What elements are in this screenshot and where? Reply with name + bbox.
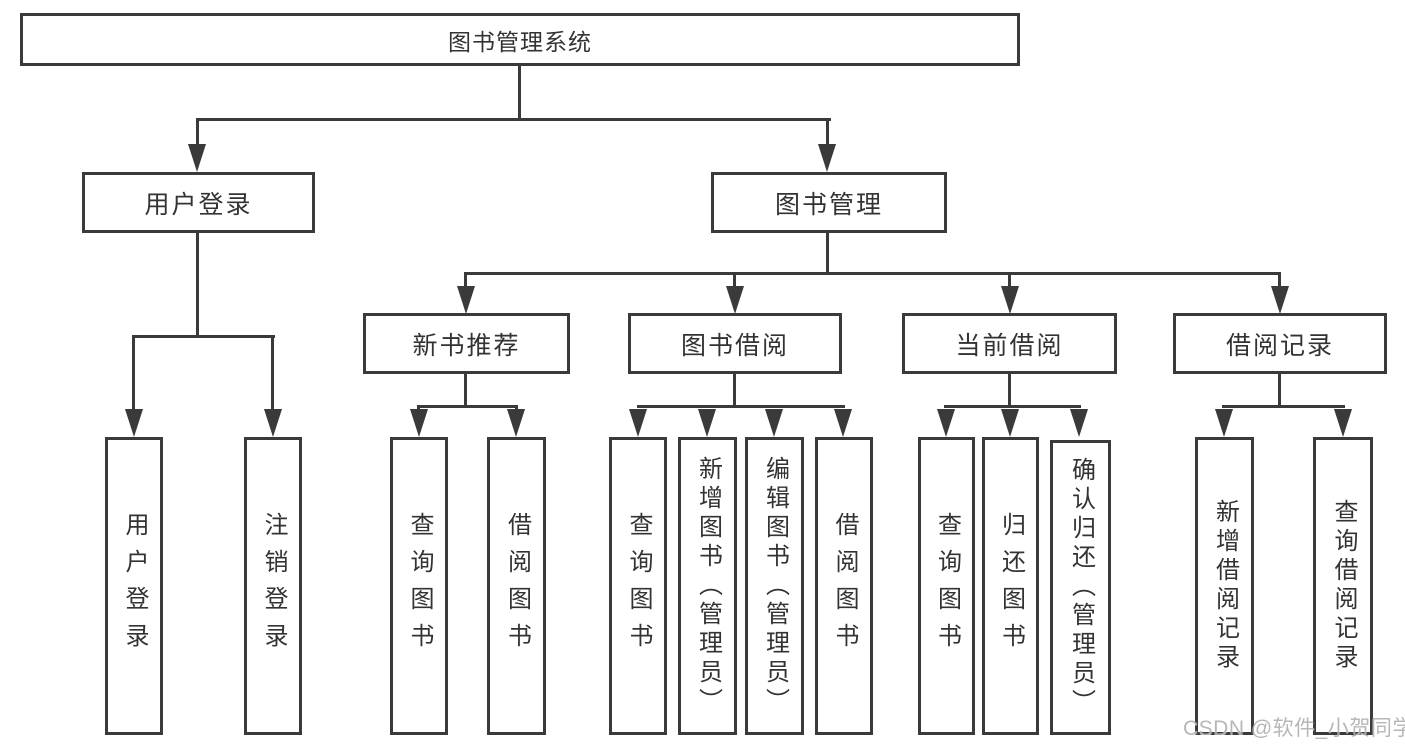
leaf-borrow-books-recommend: 借阅图书 <box>487 437 546 735</box>
leaf-logout: 注销登录 <box>244 437 302 735</box>
watermark: CSDN @软件_小贺同学 <box>1183 717 1405 740</box>
connector-hline <box>417 405 518 408</box>
leaf-query-books-current: 查询图书 <box>918 437 975 735</box>
arrowhead-down-icon <box>834 409 852 437</box>
leaf-add-borrow-record: 新增借阅记录 <box>1195 437 1254 735</box>
arrowhead-down-icon <box>726 286 744 314</box>
leaf-borrow-books-borrowing: 借阅图书 <box>815 437 873 735</box>
connector-hline <box>196 118 831 121</box>
leaf-confirm-return-admin: 确认归还（管理员） <box>1050 440 1111 735</box>
arrowhead-down-icon <box>457 286 475 314</box>
arrowhead-down-icon <box>1070 409 1088 437</box>
node-label: 当前借阅 <box>955 331 1064 360</box>
connector-vline <box>518 66 521 118</box>
arrowhead-down-icon <box>818 144 836 172</box>
node-user-login: 用户登录 <box>82 172 315 233</box>
arrowhead-down-icon <box>410 409 428 437</box>
connector-vline <box>464 275 467 289</box>
connector-vline <box>733 275 736 289</box>
arrowhead-down-icon <box>629 409 647 437</box>
connector-vline <box>196 233 199 335</box>
connector-vline <box>132 338 135 412</box>
arrowhead-down-icon <box>1271 286 1289 314</box>
connector-hline <box>132 335 275 338</box>
node-label: 新增图书（管理员） <box>694 455 722 717</box>
leaf-query-books-recommend: 查询图书 <box>390 437 448 735</box>
arrowhead-down-icon <box>1215 409 1233 437</box>
leaf-query-books-borrowing: 查询图书 <box>609 437 667 735</box>
connector-vline <box>826 233 829 272</box>
node-label: 借阅图书 <box>831 512 858 660</box>
node-label: 查询图书 <box>406 512 433 660</box>
node-current-borrowing: 当前借阅 <box>902 313 1117 374</box>
node-label: 用户登录 <box>144 190 253 219</box>
connector-vline <box>826 121 829 149</box>
node-label: 查询借阅记录 <box>1330 499 1357 673</box>
leaf-add-books-admin: 新增图书（管理员） <box>678 437 737 735</box>
node-label: 新增借阅记录 <box>1211 499 1239 673</box>
connector-hline <box>944 405 1081 408</box>
node-label: 确认归还（管理员） <box>1067 457 1095 718</box>
connector-vline <box>1278 374 1281 405</box>
node-library-system: 图书管理系统 <box>20 13 1020 66</box>
connector-vline <box>464 374 467 405</box>
connector-vline <box>1278 275 1281 289</box>
node-label: 查询图书 <box>933 512 961 660</box>
connector-vline <box>733 374 736 405</box>
node-label: 图书管理系统 <box>448 28 592 55</box>
node-new-book-recommendation: 新书推荐 <box>363 313 570 374</box>
connector-vline <box>196 121 199 149</box>
arrowhead-down-icon <box>1001 409 1019 437</box>
leaf-edit-books-admin: 编辑图书（管理员） <box>745 437 804 735</box>
node-label: 归还图书 <box>997 512 1025 660</box>
arrowhead-down-icon <box>765 409 783 437</box>
node-label: 图书借阅 <box>680 331 789 360</box>
leaf-query-borrow-record: 查询借阅记录 <box>1313 437 1373 735</box>
node-label: 编辑图书（管理员） <box>761 455 789 717</box>
arrowhead-down-icon <box>937 409 955 437</box>
node-label: 用户登录 <box>121 512 148 660</box>
arrowhead-down-icon <box>698 409 716 437</box>
node-label: 注销登录 <box>260 512 287 660</box>
node-label: 查询图书 <box>625 512 652 660</box>
node-book-management: 图书管理 <box>711 172 947 233</box>
node-book-borrowing: 图书借阅 <box>628 313 842 374</box>
connector-vline <box>1008 275 1011 289</box>
node-label: 新书推荐 <box>412 331 521 360</box>
arrowhead-down-icon <box>507 409 525 437</box>
leaf-return-books: 归还图书 <box>982 437 1039 735</box>
arrowhead-down-icon <box>1001 286 1019 314</box>
connector-hline <box>637 405 845 408</box>
connector-vline <box>1008 374 1011 405</box>
node-label: 图书管理 <box>774 190 883 219</box>
arrowhead-down-icon <box>188 144 206 172</box>
node-label: 借阅图书 <box>503 512 531 660</box>
arrowhead-down-icon <box>125 409 143 437</box>
connector-vline <box>271 338 274 412</box>
connector-hline <box>464 272 1281 275</box>
connector-hline <box>1222 405 1345 408</box>
node-label: 借阅记录 <box>1225 331 1334 360</box>
arrowhead-down-icon <box>1334 409 1352 437</box>
arrowhead-down-icon <box>264 409 282 437</box>
leaf-user-login: 用户登录 <box>105 437 163 735</box>
node-borrowing-records: 借阅记录 <box>1173 313 1387 374</box>
